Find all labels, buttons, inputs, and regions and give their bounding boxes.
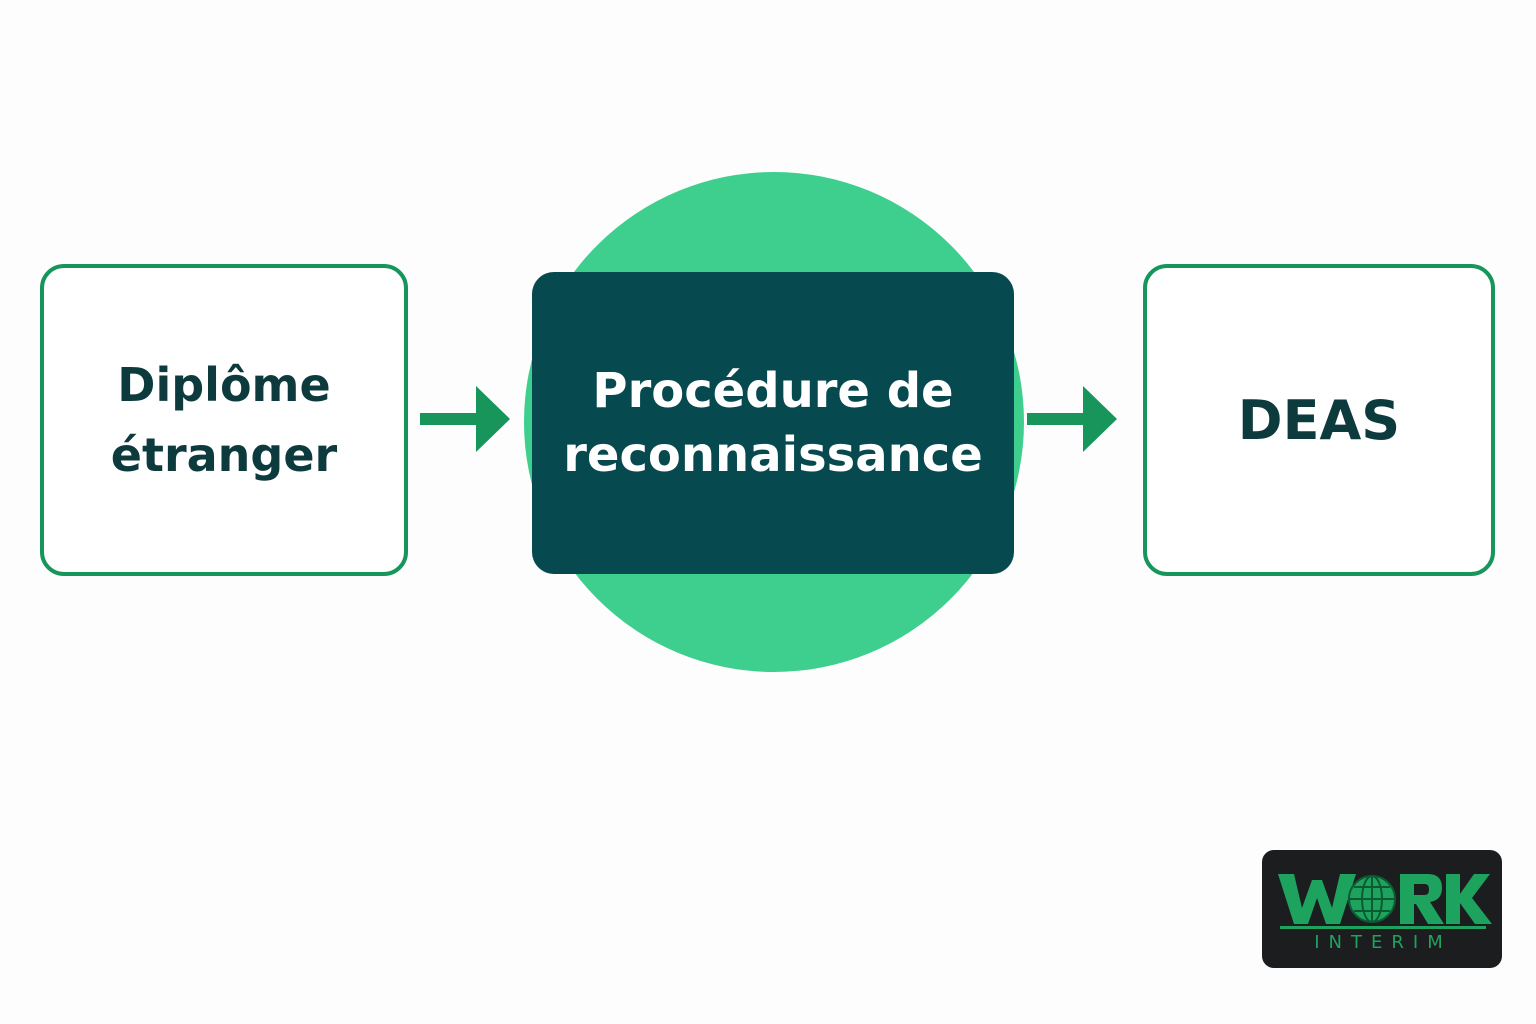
node-recognition-procedure-label: Procédure de reconnaissance — [563, 363, 983, 483]
node-deas: DEAS — [1143, 264, 1495, 576]
logo-tagline: INTERIM — [1314, 932, 1452, 953]
node-foreign-diploma-label: Diplôme étranger — [110, 358, 338, 482]
node-recognition-procedure: Procédure de reconnaissance — [532, 272, 1014, 574]
node-foreign-diploma: Diplôme étranger — [40, 264, 408, 576]
work-interim-logo: INTERIM — [1262, 850, 1502, 968]
arrow-right-icon — [420, 386, 510, 452]
logo-graphic: INTERIM — [1278, 874, 1492, 953]
node-deas-label: DEAS — [1237, 388, 1401, 452]
arrow-right-icon — [1027, 386, 1117, 452]
